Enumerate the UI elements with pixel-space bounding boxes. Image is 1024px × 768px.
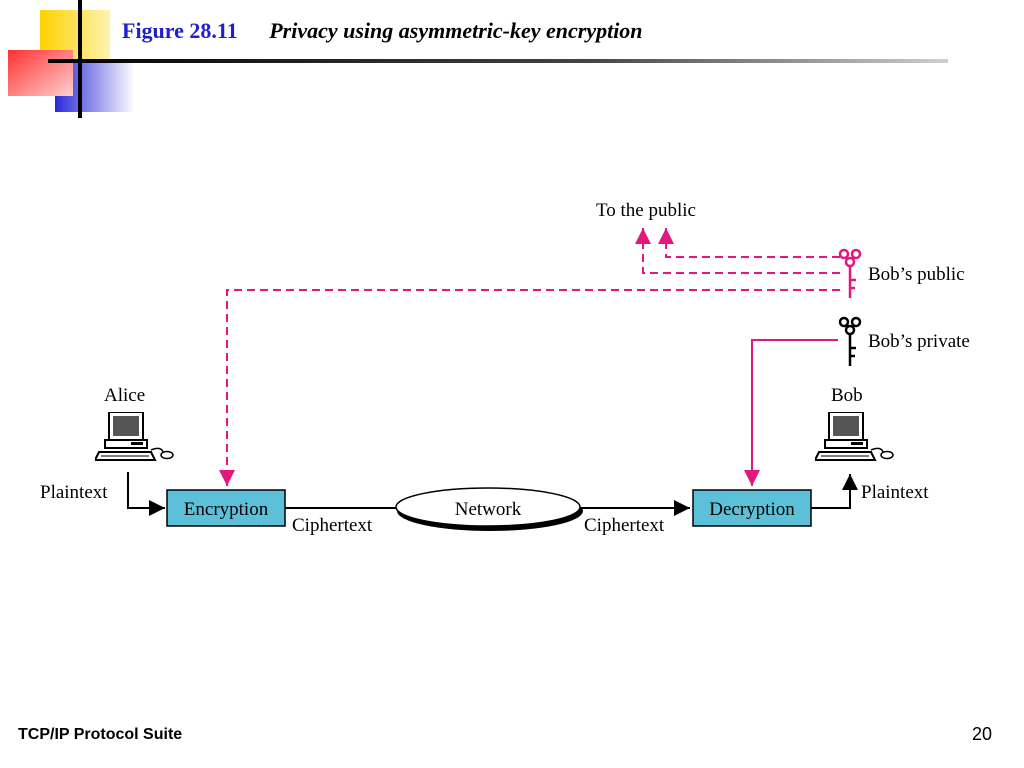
figure-title: Privacy using asymmetric-key encryption <box>269 18 643 43</box>
encryption-box <box>166 489 286 527</box>
public-key-distribution <box>219 228 840 486</box>
figure-label: Figure 28.11 <box>122 18 238 43</box>
decryption-box <box>692 489 812 527</box>
alice-label: Alice <box>104 385 145 406</box>
encryption-label: Encryption <box>184 499 269 520</box>
footer-text: TCP/IP Protocol Suite <box>18 726 183 743</box>
page-number: 20 <box>971 724 992 744</box>
ciphertext-right-label: Ciphertext <box>584 515 665 536</box>
plaintext-left-arrow <box>127 472 165 516</box>
bob-computer-icon <box>815 412 894 461</box>
plaintext-right-label: Plaintext <box>861 482 929 503</box>
alice-computer-icon <box>95 412 174 461</box>
network-label: Network <box>455 499 522 520</box>
to-the-public-label: To the public <box>596 200 696 221</box>
plaintext-right-arrow <box>811 474 858 509</box>
title-rule <box>48 59 948 63</box>
private-key-icon <box>838 316 862 366</box>
plaintext-left-label: Plaintext <box>40 482 108 503</box>
public-key-icon <box>838 248 862 298</box>
bobs-private-label: Bob’s private <box>868 331 970 352</box>
ciphertext-left-label: Ciphertext <box>292 515 373 536</box>
bobs-public-label: Bob’s public <box>868 264 965 285</box>
corner-decoration <box>8 0 135 118</box>
decryption-label: Decryption <box>709 499 795 520</box>
bob-label: Bob <box>831 385 863 406</box>
private-key-path <box>744 339 838 486</box>
slide-title: Figure 28.11 Privacy using asymmetric-ke… <box>122 18 643 44</box>
